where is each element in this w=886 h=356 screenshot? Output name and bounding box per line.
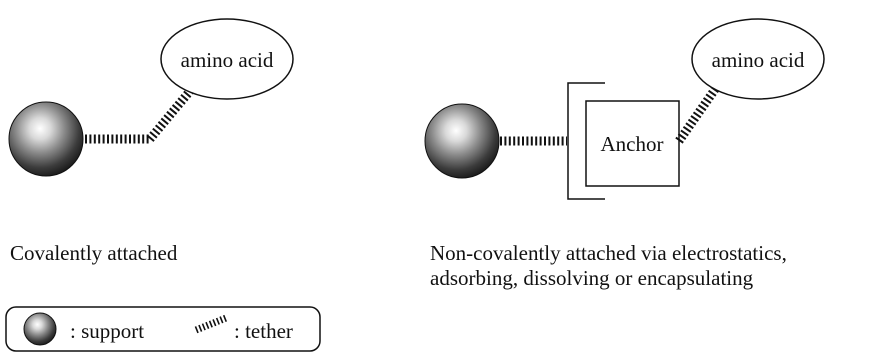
left-panel: amino acid xyxy=(8,18,294,177)
tether-diagonal-right xyxy=(675,82,722,144)
amino-acid-label-left: amino acid xyxy=(181,48,274,72)
legend-frame xyxy=(5,306,321,352)
noncovalent-caption-line1: Non-covalently attached via electrostati… xyxy=(430,241,787,265)
tether-legend-label: : tether xyxy=(234,319,293,343)
support-sphere-right xyxy=(424,103,500,179)
covalent-caption: Covalently attached xyxy=(10,241,178,265)
tether-diagonal-left xyxy=(146,82,199,142)
amino-acid-bubble-right xyxy=(691,18,825,100)
support-legend-label: : support xyxy=(70,319,144,343)
anchor-box xyxy=(585,100,680,187)
noncovalent-caption-line2: adsorbing, dissolving or encapsulating xyxy=(430,266,754,290)
amino-acid-bubble-left xyxy=(160,18,294,100)
anchor-label: Anchor xyxy=(601,132,664,156)
support-sphere-left xyxy=(8,101,84,177)
tether-legend-icon xyxy=(194,314,228,334)
support-legend-icon xyxy=(23,312,57,346)
legend: : support : tether xyxy=(5,306,321,352)
amino-acid-label-right: amino acid xyxy=(712,48,805,72)
right-panel: Anchor amino acid xyxy=(424,18,825,200)
encapsulating-bracket xyxy=(567,82,605,200)
